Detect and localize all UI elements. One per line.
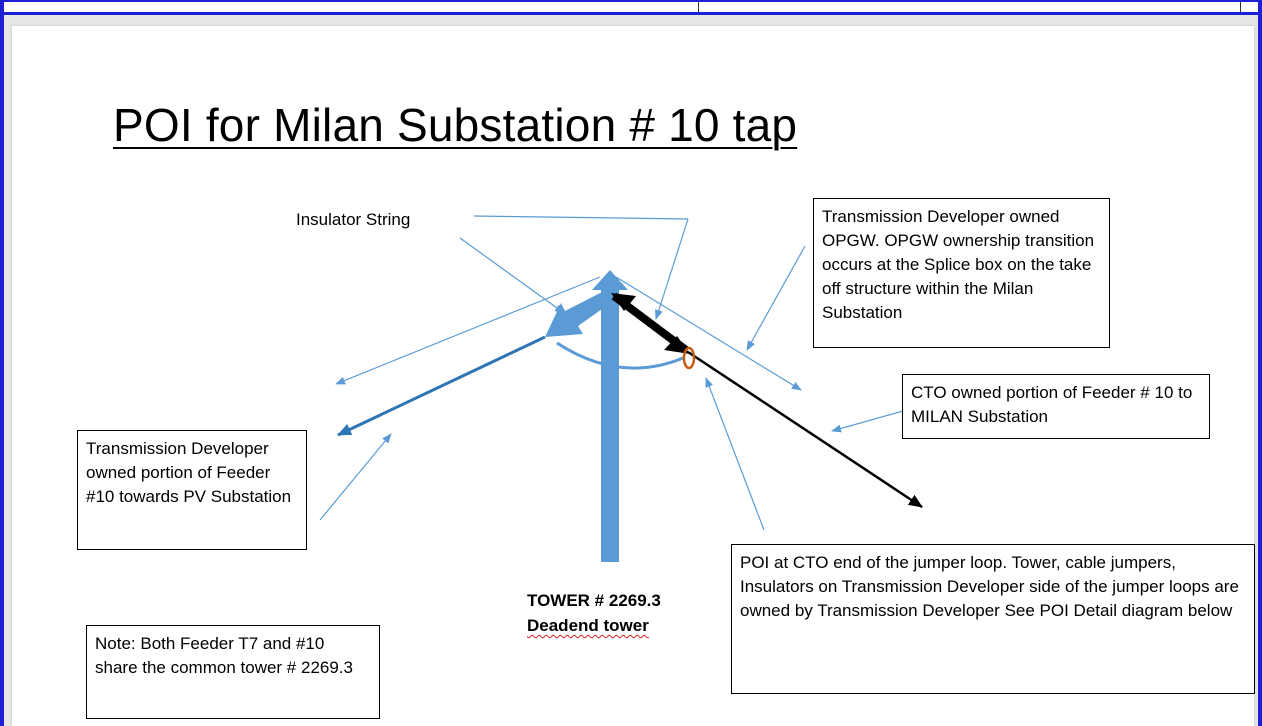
cto-conductor — [687, 350, 923, 509]
tower-number-label: TOWER # 2269.3 — [527, 591, 661, 610]
jumper-arrowhead-top — [611, 293, 636, 311]
poi-box: POI at CTO end of the jumper loop. Tower… — [731, 544, 1255, 694]
callout-insulator-right — [654, 218, 689, 320]
jumper-arrowhead-bottom — [664, 336, 690, 354]
callout-cto-box — [831, 410, 904, 433]
jumper-loop-ring — [682, 346, 696, 370]
callout-insulator-left — [459, 237, 565, 314]
note-text: Note: Both Feeder T7 and #10 share the c… — [95, 634, 353, 677]
td-portion-box: Transmission Developer owned portion of … — [77, 430, 307, 550]
tower-type-text: Deadend tower — [527, 616, 649, 635]
callout-opgw-box — [746, 245, 806, 351]
callout-opgw-left — [335, 276, 601, 385]
tower-type-label: Deadend tower — [527, 613, 661, 638]
td-conductor — [337, 335, 546, 437]
td-portion-text: Transmission Developer owned portion of … — [86, 439, 292, 506]
top-toolbar-strip — [4, 2, 1258, 15]
tower-crossarm-left — [545, 290, 612, 337]
cto-portion-box: CTO owned portion of Feeder # 10 to MILA… — [902, 374, 1210, 439]
insulator-string-label: Insulator String — [296, 210, 411, 229]
opgw-ownership-box: Transmission Developer owned OPGW. OPGW … — [813, 198, 1110, 348]
note-box: Note: Both Feeder T7 and #10 share the c… — [86, 625, 380, 719]
slide-title: POI for Milan Substation # 10 tap — [113, 99, 798, 151]
strip-divider — [698, 2, 699, 12]
strip-divider — [1240, 2, 1241, 12]
opgw-ownership-text: Transmission Developer owned OPGW. OPGW … — [822, 207, 1095, 322]
callout-poi-box — [705, 377, 765, 531]
tower-label: TOWER # 2269.3 Deadend tower — [527, 588, 661, 638]
tower-pole — [592, 270, 628, 562]
crossarm-arc — [556, 341, 684, 370]
cto-portion-text: CTO owned portion of Feeder # 10 to MILA… — [911, 383, 1193, 426]
poi-text: POI at CTO end of the jumper loop. Tower… — [740, 553, 1239, 620]
callout-td-box — [319, 433, 392, 521]
callout-insulator-top — [473, 215, 689, 220]
callout-opgw-right — [615, 276, 802, 391]
